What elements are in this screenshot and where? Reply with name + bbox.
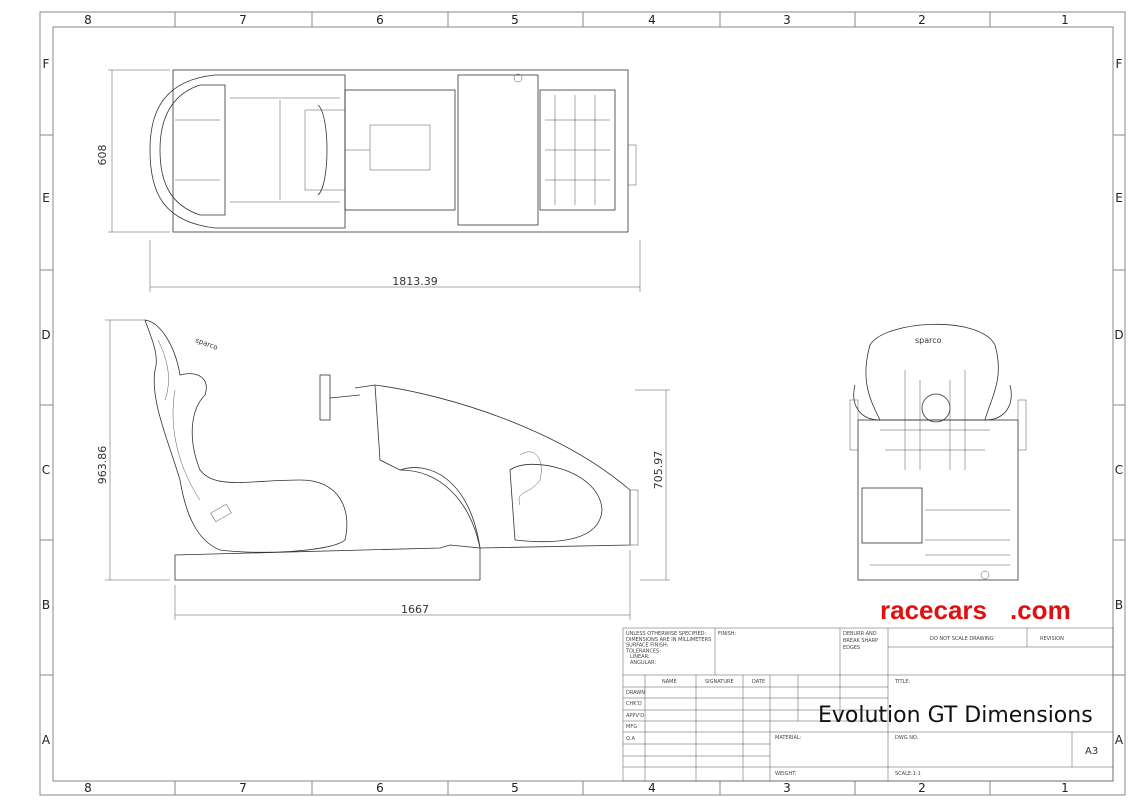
zone-row-label: F [1116, 57, 1123, 71]
deburr-line-1: DEBURR AND [843, 631, 877, 637]
zone-column-label: 7 [239, 13, 247, 27]
zone-row-label: A [42, 733, 51, 747]
header-signature: SIGNATURE [705, 679, 734, 685]
top-view: 608 1813.39 [96, 69, 641, 292]
role-label: CHK'D [626, 701, 642, 707]
do-not-scale: DO NOT SCALE DRAWING [930, 636, 994, 642]
zone-column-label: 6 [376, 781, 384, 795]
zone-column-label: 2 [918, 781, 926, 795]
zone-column-label: 5 [511, 13, 519, 27]
sheet-size: A3 [1085, 746, 1098, 757]
seat-logo-front: sparco [915, 336, 942, 345]
dim-top-width: 608 [96, 145, 109, 166]
zone-row-label: C [42, 463, 50, 477]
seat-logo-side: sparco [194, 336, 219, 351]
deburr-line-3: EDGES [843, 645, 860, 651]
zone-row-label: D [1114, 328, 1123, 342]
zone-column-label: 4 [648, 13, 656, 27]
spec-note: DIMENSIONS ARE IN MILLIMETERS [626, 637, 711, 643]
finish-label: FINISH: [718, 631, 736, 637]
spec-note: ANGULAR: [630, 660, 656, 666]
zone-row-label: B [1115, 598, 1123, 612]
spec-note: TOLERANCES: [625, 648, 661, 654]
title-block: UNLESS OTHERWISE SPECIFIED:DIMENSIONS AR… [622, 627, 1114, 782]
zone-row-label: C [1115, 463, 1123, 477]
outer-border [39, 11, 1126, 796]
role-label: Q.A [626, 736, 636, 742]
side-view: sparco 963.86 705.97 1667 [96, 319, 670, 620]
zone-column-label: 2 [918, 13, 926, 27]
zone-column-label: 1 [1061, 781, 1069, 795]
spec-note: LINEAR: [630, 654, 650, 660]
zone-row-label: D [41, 328, 50, 342]
title-label: TITLE: [894, 679, 911, 685]
dim-side-height: 963.86 [96, 446, 109, 485]
zone-column-label: 3 [783, 781, 791, 795]
zone-column-label: 3 [783, 13, 791, 27]
zone-column-label: 6 [376, 13, 384, 27]
dim-top-length: 1813.39 [392, 275, 438, 288]
spec-note: UNLESS OTHERWISE SPECIFIED: [626, 631, 706, 637]
header-name: NAME [662, 679, 677, 685]
inner-border [52, 26, 1114, 782]
zone-row-label: F [43, 57, 50, 71]
spec-note: SURFACE FINISH: [626, 643, 669, 649]
zone-column-label: 4 [648, 781, 656, 795]
dim-side-frame-height: 705.97 [652, 451, 665, 490]
watermark-racecars: racecars [880, 595, 987, 625]
zone-column-label: 8 [84, 781, 92, 795]
role-label: MFG [626, 724, 637, 730]
dim-side-length: 1667 [401, 603, 429, 616]
drawing-title: Evolution GT Dimensions [818, 703, 1093, 728]
header-date: DATE [752, 679, 765, 685]
scale-label: SCALE:1:1 [895, 771, 921, 777]
zone-column-label: 7 [239, 781, 247, 795]
front-view: sparco [849, 323, 1027, 581]
zone-row-label: A [1115, 733, 1124, 747]
role-label: APPV'D [626, 713, 644, 719]
zone-column-label: 8 [84, 13, 92, 27]
zone-column-label: 5 [511, 781, 519, 795]
material-label: MATERIAL: [775, 735, 802, 741]
role-label: DRAWN [626, 690, 645, 696]
zone-row-label: E [1115, 191, 1123, 205]
dwg-no-label: DWG NO. [895, 735, 919, 741]
zone-row-label: B [42, 598, 50, 612]
deburr-line-2: BREAK SHARP [843, 638, 878, 644]
revision-label: REVISION [1040, 636, 1064, 642]
weight-label: WEIGHT: [775, 771, 797, 777]
zone-row-label: E [42, 191, 50, 205]
watermark-com: .com [1010, 595, 1071, 625]
zone-column-label: 1 [1061, 13, 1069, 27]
